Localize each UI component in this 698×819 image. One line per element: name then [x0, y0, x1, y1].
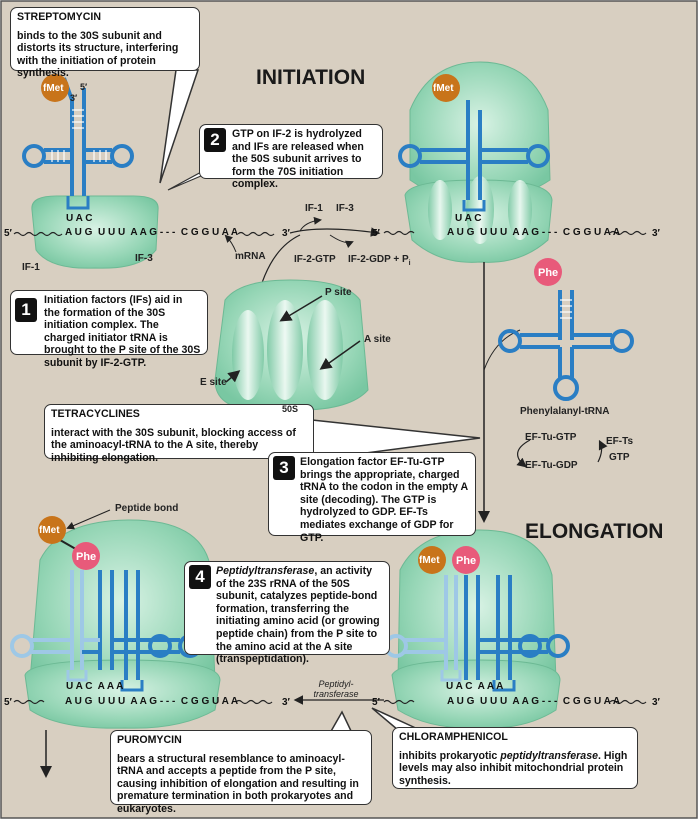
- initiation-70s-complex: [398, 61, 553, 263]
- anticodon-4: U A C A A A: [446, 681, 504, 692]
- anticodon-1: U A C: [66, 213, 93, 224]
- phe-label-3: Phe: [456, 555, 477, 567]
- elongation-left-ribosome: [10, 516, 221, 729]
- mrna-5prime-2: 5′: [372, 228, 380, 239]
- tetracyclines-text: interact with the 30S subunit, blocking …: [51, 426, 296, 464]
- eftu-gdp-label: EF-Tu-GDP: [525, 460, 578, 471]
- step4-number: 4: [189, 565, 211, 589]
- gtp-label: GTP: [609, 452, 630, 463]
- esite-label: E site: [200, 377, 227, 388]
- chloramphenicol-callout: CHLORAMPHENICOL inhibits prokaryotic pep…: [392, 727, 638, 789]
- streptomycin-callout: STREPTOMYCIN binds to the 30S subunit an…: [10, 7, 200, 79]
- mrna-label: mRNA: [235, 251, 266, 262]
- mrna-5prime-3: 5′: [4, 697, 12, 708]
- mrna-seq-2: A U G U U U A A G - - - C G G U A A: [447, 227, 621, 238]
- heading-elongation: ELONGATION: [525, 520, 664, 543]
- if2gdp-text: IF-2-GDP + P: [348, 254, 409, 265]
- step4-text: , an activity of the 23S rRNA of the 50S…: [216, 565, 380, 666]
- step3-box: Elongation factor EF-Tu-GTP brings the a…: [268, 452, 476, 544]
- fmet-label-1: fMet: [43, 83, 64, 94]
- step1-number: 1: [15, 298, 37, 322]
- mrna-3prime-2: 3′: [652, 228, 660, 239]
- 50s-label: 50S: [282, 404, 299, 414]
- heading-initiation: INITIATION: [256, 66, 366, 89]
- mrna-seq-1: A U G U U U A A G - - - C G G U A A: [65, 227, 239, 238]
- phe-label-1: Phe: [538, 267, 559, 279]
- trna-5prime: 5′: [80, 82, 88, 92]
- puromycin-callout: PUROMYCIN bears a structural resemblance…: [110, 730, 372, 815]
- step3-number: 3: [273, 456, 295, 480]
- phenylalanyl-trna-label: Phenylalanyl-tRNA: [520, 406, 610, 417]
- anticodon-2: U A C: [455, 213, 482, 224]
- step3-text: Elongation factor EF-Tu-GTP brings the a…: [300, 456, 468, 544]
- mrna-3prime-3: 3′: [282, 697, 290, 708]
- mrna-3prime-1: 3′: [282, 228, 290, 239]
- puromycin-text: bears a structural resemblance to aminoa…: [117, 752, 359, 815]
- step4-italic: Peptidyltransferase: [216, 565, 315, 577]
- peptidyltransferase-label: Peptidyl- transferase: [313, 679, 359, 699]
- initiation-30s-complex: [22, 74, 159, 269]
- if1-label-left: IF-1: [22, 262, 40, 273]
- tetracyclines-callout: TETRACYCLINES interact with the 30S subu…: [44, 404, 314, 464]
- fmet-label-2: fMet: [433, 83, 454, 94]
- mrna-5prime-4: 5′: [372, 697, 380, 708]
- if3-label-left: IF-3: [135, 253, 153, 264]
- step1-box: Initiation factors (IFs) aid in the form…: [10, 290, 208, 369]
- puromycin-title: PUROMYCIN: [117, 734, 182, 746]
- efts-label: EF-Ts: [606, 436, 634, 447]
- chloramphenicol-text1: inhibits prokaryotic: [399, 749, 501, 762]
- anticodon-3: U A C A A A: [66, 681, 124, 692]
- phe-label-2: Phe: [76, 551, 97, 563]
- tetracyclines-title: TETRACYCLINES: [51, 408, 140, 420]
- step4-box: Peptidyltransferase, an activity of the …: [184, 561, 390, 665]
- chloramphenicol-italic: peptidyltransferase: [500, 749, 598, 762]
- mrna-seq-4: A U G U U U A A G - - - C G G U A A: [447, 696, 621, 707]
- if2gtp-label: IF-2-GTP: [294, 254, 336, 265]
- asite-label: A site: [364, 334, 391, 345]
- eftu-gtp-label: EF-Tu-GTP: [525, 432, 577, 443]
- fmet-label-4: fMet: [419, 555, 440, 566]
- streptomycin-title: STREPTOMYCIN: [17, 11, 101, 23]
- mrna-3prime-4: 3′: [652, 697, 660, 708]
- step2-text: GTP on IF-2 is hydrolyzed and IFs are re…: [232, 128, 364, 191]
- streptomycin-text: binds to the 30S subunit and distorts it…: [17, 29, 179, 80]
- phenylalanyl-trna: [498, 258, 634, 401]
- peptide-bond-label: Peptide bond: [115, 503, 179, 514]
- chloramphenicol-text2: . High levels may also inhibit mitochond…: [399, 749, 628, 787]
- chloramphenicol-title: CHLORAMPHENICOL: [399, 731, 508, 743]
- step2-number: 2: [204, 128, 226, 152]
- trna-3prime: 3′: [70, 93, 78, 103]
- fmet-label-3: fMet: [39, 525, 60, 536]
- if2gdp-sub: i: [408, 260, 411, 267]
- ribosome-50s: [214, 279, 369, 411]
- if2gdp-label: IF-2-GDP + Pi: [348, 254, 411, 267]
- step2-box: GTP on IF-2 is hydrolyzed and IFs are re…: [199, 124, 383, 190]
- if1-label-release: IF-1: [305, 203, 323, 214]
- step1-text: Initiation factors (IFs) aid in the form…: [44, 294, 201, 369]
- if3-label-release: IF-3: [336, 203, 354, 214]
- mrna-5prime-1: 5′: [4, 228, 12, 239]
- psite-label: P site: [325, 287, 352, 298]
- mrna-seq-3: A U G U U U A A G - - - C G G U A A: [65, 696, 239, 707]
